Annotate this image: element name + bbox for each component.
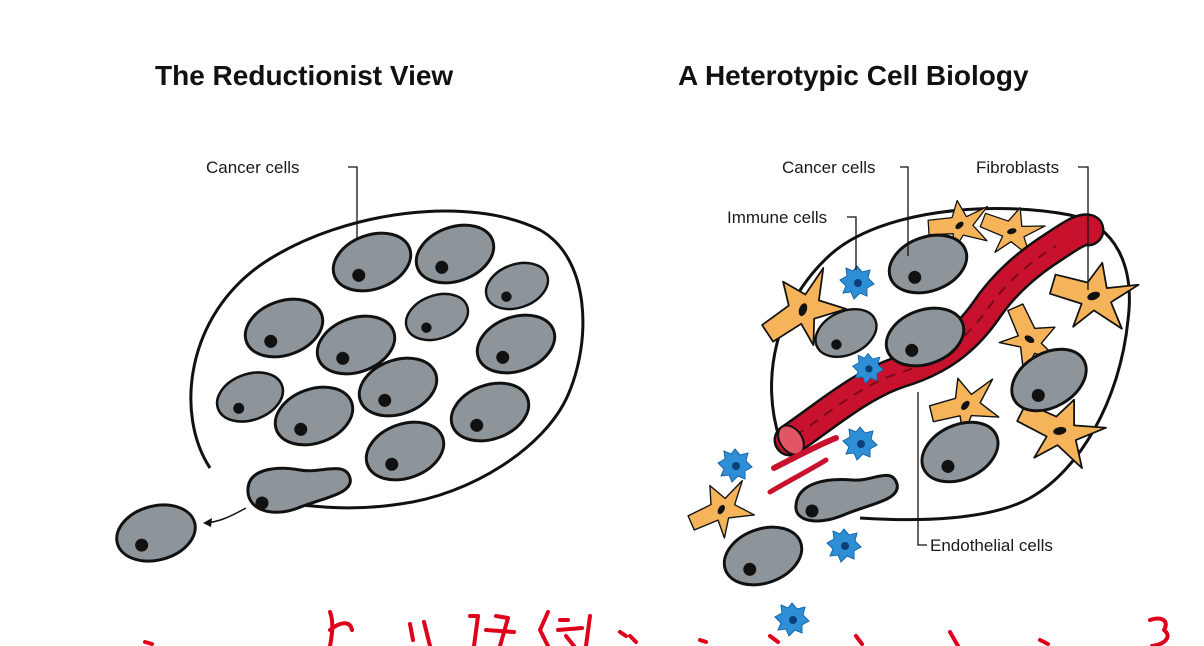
right-tumor: Cancer cells Fibroblasts Immune cells En…	[678, 158, 1143, 637]
right-tumor-boundary	[770, 207, 1131, 522]
cancer-cell	[406, 213, 504, 295]
immune-cell	[826, 528, 862, 563]
immune-cells-leader	[847, 216, 857, 270]
immune-cells-label: Immune cells	[727, 208, 827, 227]
fibroblasts-label: Fibroblasts	[976, 158, 1059, 177]
fibroblasts-leader	[1078, 166, 1089, 290]
immune-cell	[839, 265, 875, 300]
endothelial-cells-leader	[917, 392, 927, 546]
cancer-cell	[398, 284, 476, 350]
endothelial-cells-label: Endothelial cells	[930, 536, 1053, 555]
right-cancer-cells-leader	[900, 166, 909, 256]
cancer-cell	[478, 253, 556, 319]
immune-cell	[842, 426, 878, 461]
left-panel-title: The Reductionist View	[155, 60, 454, 91]
cancer-cell	[356, 410, 454, 492]
left-tumor-boundary	[189, 209, 585, 510]
cancer-cell	[910, 409, 1010, 495]
left-tumor: Cancer cells	[108, 158, 585, 571]
right-cancer-cells-label: Cancer cells	[782, 158, 876, 177]
escaped-cancer-cell	[714, 515, 812, 597]
migrating-cancer-cell	[246, 466, 352, 514]
left-cancer-cells-label: Cancer cells	[206, 158, 300, 177]
cancer-cell	[323, 221, 421, 303]
cancer-cell	[467, 303, 565, 385]
cancer-cell	[441, 371, 539, 453]
handwritten-annotation	[143, 610, 1170, 646]
cancer-cell	[999, 335, 1099, 425]
migrating-cancer-cell	[794, 473, 899, 523]
right-panel-title: A Heterotypic Cell Biology	[678, 60, 1029, 91]
escaped-cancer-cell	[108, 495, 204, 571]
immune-cell	[717, 448, 753, 483]
left-cancer-cells-leader	[348, 166, 358, 240]
immune-cell	[774, 602, 810, 637]
